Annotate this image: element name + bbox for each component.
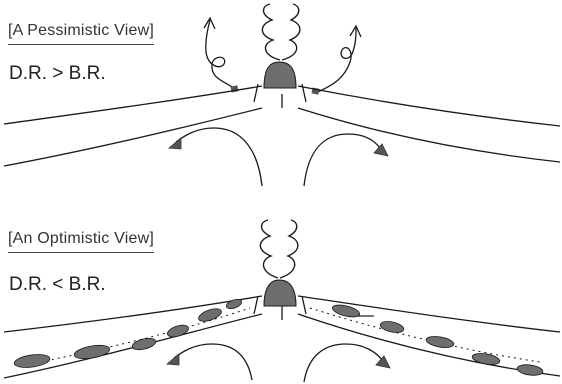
- pessimistic-view-title: [A Pessimistic View]: [8, 22, 154, 40]
- volcanic-plume: [260, 220, 298, 278]
- left-flow-curve: [176, 128, 262, 186]
- sediment-blob: [471, 352, 500, 367]
- optimistic-view-title: [An Optimistic View]: [8, 230, 154, 248]
- left-tick: [254, 296, 258, 314]
- right-flow-arrowhead: [376, 356, 390, 368]
- right-escape-arrow: [318, 28, 356, 92]
- optimistic-relation: D.R. < B.R.: [9, 274, 106, 296]
- pessimistic-view-panel: [A Pessimistic View] D.R. > B.R.: [0, 0, 562, 192]
- left-lower-line: [4, 108, 262, 166]
- left-surface-line: [4, 86, 262, 124]
- volcano-dome: [264, 280, 296, 306]
- sediment-blob: [197, 306, 223, 324]
- right-flow-curve: [304, 344, 382, 382]
- left-escape-arrow: [206, 20, 236, 90]
- volcano-dome: [264, 62, 296, 88]
- left-flow-arrowhead: [169, 138, 181, 149]
- sediment-blob: [166, 323, 190, 339]
- right-flow-arrowhead: [374, 144, 388, 156]
- sediment-blob: [73, 343, 111, 361]
- sediment-blob: [379, 320, 405, 335]
- sediment-blob: [13, 353, 50, 370]
- left-surface-line: [4, 296, 262, 332]
- volcanic-plume: [262, 4, 300, 60]
- left-flow-curve: [174, 344, 252, 380]
- right-flow-curve: [304, 134, 380, 186]
- sediment-blob: [131, 336, 157, 352]
- right-tick: [302, 296, 306, 314]
- pessimistic-relation: D.R. > B.R.: [9, 63, 106, 85]
- optimistic-view-panel: [An Optimistic View] D.R. < B.R.: [0, 192, 562, 384]
- sediment-blob: [425, 335, 454, 350]
- sediment-blob: [516, 363, 543, 377]
- left-flow-arrowhead: [167, 354, 179, 365]
